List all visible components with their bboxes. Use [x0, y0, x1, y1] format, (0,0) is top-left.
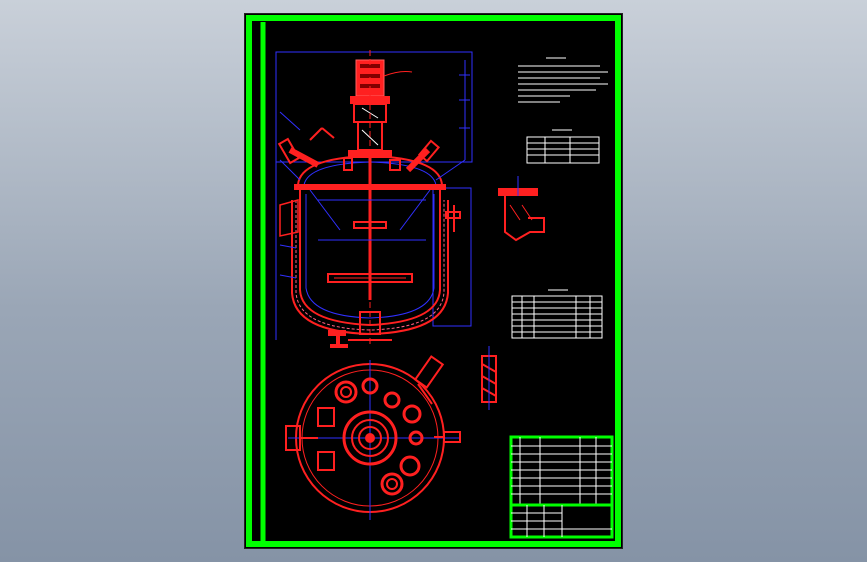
front-section-view — [275, 50, 473, 348]
top-view — [285, 355, 461, 520]
nozzle-table — [511, 289, 603, 339]
nozzle-right — [405, 139, 441, 173]
detail-view-a — [498, 176, 545, 242]
parts-list — [509, 435, 614, 507]
title-block — [509, 503, 614, 539]
detail-view-b — [481, 346, 497, 410]
outer-frame — [246, 15, 621, 547]
technical-requirements-notes — [518, 57, 608, 103]
agitator-lower — [327, 273, 413, 283]
bottom-outlet — [359, 311, 381, 335]
agitator-upper — [353, 221, 387, 229]
nozzle-mid — [343, 157, 353, 171]
design-parameters-table — [526, 129, 600, 164]
nozzle-left — [277, 127, 335, 168]
vessel-shell — [299, 190, 441, 327]
